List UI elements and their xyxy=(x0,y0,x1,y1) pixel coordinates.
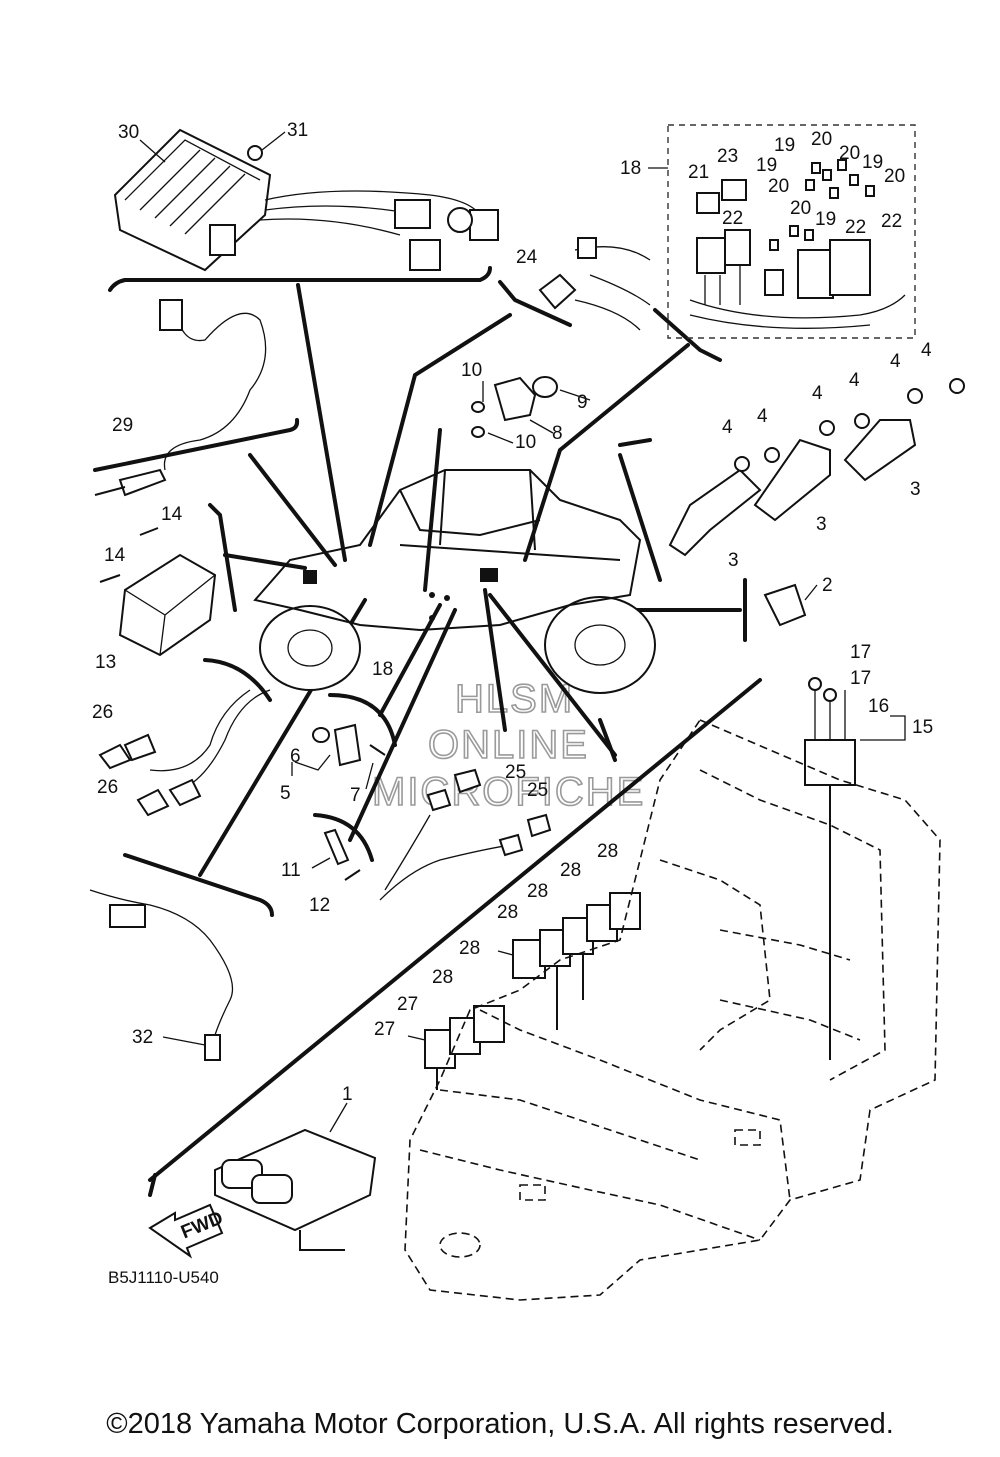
small-fuses xyxy=(769,159,875,251)
part-18-fuse-box xyxy=(689,179,906,329)
callout-19-a: 19 xyxy=(774,135,795,156)
callout-10-a: 10 xyxy=(461,360,482,381)
callout-28-a: 28 xyxy=(597,841,618,862)
callout-29: 29 xyxy=(112,415,133,436)
callout-17-b: 17 xyxy=(850,668,871,689)
callout-3-b: 3 xyxy=(816,514,827,535)
callout-27-b: 27 xyxy=(374,1019,395,1040)
callout-19-c: 19 xyxy=(862,152,883,173)
callout-28-d: 28 xyxy=(497,902,518,923)
callout-28-e: 28 xyxy=(459,938,480,959)
part-29-sensor xyxy=(94,299,267,497)
callout-10-b: 10 xyxy=(515,432,536,453)
callout-4-c: 4 xyxy=(812,383,823,404)
diagram-code: B5J1110-U540 xyxy=(108,1268,219,1287)
callout-3-a: 3 xyxy=(910,479,921,500)
callout-23: 23 xyxy=(717,146,738,167)
callout-31: 31 xyxy=(287,120,308,141)
callout-24: 24 xyxy=(516,247,538,268)
vehicle-outline xyxy=(253,469,656,694)
callout-9: 9 xyxy=(577,392,588,413)
callout-26-a: 26 xyxy=(92,702,113,723)
callout-28-b: 28 xyxy=(560,860,581,881)
chassis-frame xyxy=(404,719,941,1301)
callout-4-a: 4 xyxy=(722,417,733,438)
part-8-9-10 xyxy=(471,376,558,438)
callout-19-d: 19 xyxy=(815,209,836,230)
part-15-relay xyxy=(804,677,856,1060)
callout-25-b: 25 xyxy=(527,780,548,801)
callout-11: 11 xyxy=(281,860,301,881)
callout-20-a: 20 xyxy=(811,129,832,150)
watermark-line-1: HLSM xyxy=(455,677,574,721)
part-13-box xyxy=(99,527,217,657)
callout-1: 1 xyxy=(342,1084,353,1105)
callout-26-b: 26 xyxy=(97,777,118,798)
callout-2: 2 xyxy=(822,575,833,596)
callout-17-a: 17 xyxy=(850,642,871,663)
callout-22-c: 22 xyxy=(881,211,902,232)
callout-12: 12 xyxy=(309,895,330,916)
part-30-module xyxy=(113,128,499,272)
callout-8: 8 xyxy=(552,423,563,444)
part-1-ecu xyxy=(214,1128,377,1251)
callout-14-a: 14 xyxy=(161,504,183,525)
watermark-line-3: MICROFICHE xyxy=(372,770,645,814)
callout-leaders xyxy=(139,131,906,1133)
callout-14-b: 14 xyxy=(104,545,126,566)
relays-27-28 xyxy=(424,892,641,1090)
callout-27-a: 27 xyxy=(397,994,418,1015)
fwd-arrow: FWD xyxy=(148,1203,226,1259)
callout-28-c: 28 xyxy=(527,881,548,902)
relay-group-frame xyxy=(667,124,916,339)
callout-5: 5 xyxy=(280,783,291,804)
callout-4-f: 4 xyxy=(921,340,932,361)
callout-13: 13 xyxy=(95,652,116,673)
part-3-injectors xyxy=(668,378,965,557)
copyright-notice: ©2018 Yamaha Motor Corporation, U.S.A. A… xyxy=(106,1408,894,1440)
callout-20-e: 20 xyxy=(790,198,811,219)
callout-18-bottom: 18 xyxy=(372,659,393,680)
callout-25-a: 25 xyxy=(505,762,526,783)
callout-28-f: 28 xyxy=(432,967,453,988)
callout-32: 32 xyxy=(132,1027,153,1048)
callout-3-c: 3 xyxy=(728,550,739,571)
part-11-sender xyxy=(323,828,361,881)
part-2-switch xyxy=(763,583,807,627)
part-26-harness xyxy=(98,689,271,817)
part-24-connector xyxy=(538,237,651,331)
callout-7: 7 xyxy=(350,785,361,806)
part-5-sensor xyxy=(312,723,386,767)
callout-20-b: 20 xyxy=(839,143,860,164)
callout-22-b: 22 xyxy=(845,217,866,238)
callout-16: 16 xyxy=(868,696,889,717)
callout-4-b: 4 xyxy=(757,406,768,427)
callout-22-a: 22 xyxy=(722,208,743,229)
callout-15: 15 xyxy=(912,717,933,738)
callout-20-d: 20 xyxy=(884,166,905,187)
callout-6: 6 xyxy=(290,746,301,767)
callout-21: 21 xyxy=(688,162,709,183)
callout-19-b: 19 xyxy=(756,155,777,176)
callout-labels: 30 31 29 24 18 21 23 19 20 19 20 19 20 2… xyxy=(92,120,933,1105)
callout-30: 30 xyxy=(118,122,139,143)
callout-20-c: 20 xyxy=(768,176,789,197)
watermark-line-2: ONLINE xyxy=(428,723,589,767)
parts-diagram: HLSM ONLINE MICROFICHE xyxy=(89,120,965,1301)
part-25-harness xyxy=(379,768,552,901)
callout-4-d: 4 xyxy=(849,370,860,391)
part-32-sensor xyxy=(89,889,234,1061)
watermark: HLSM ONLINE MICROFICHE xyxy=(371,676,645,815)
callout-4-e: 4 xyxy=(890,351,901,372)
callout-18-top: 18 xyxy=(620,158,641,179)
